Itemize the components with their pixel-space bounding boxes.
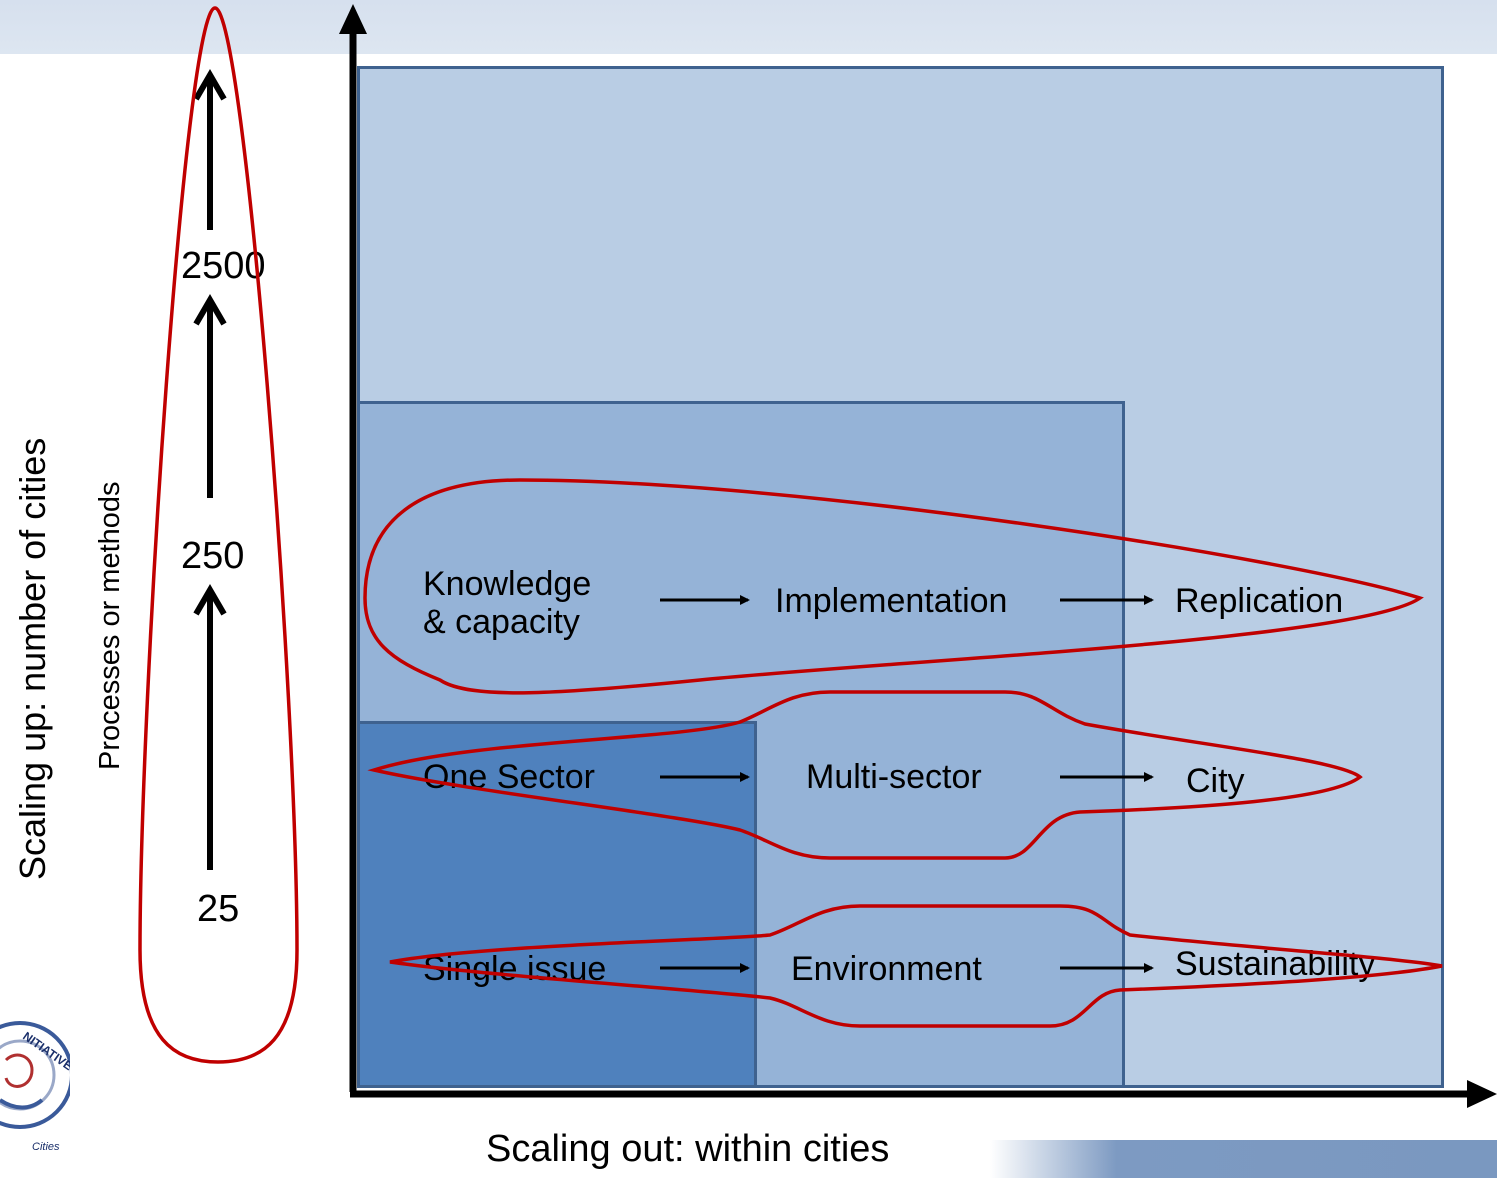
y-axis-line <box>339 4 367 1092</box>
scale-arrow-25-to-250 <box>193 584 227 870</box>
scale-number-2500: 2500 <box>181 245 266 287</box>
label-multi-sector: Multi-sector <box>806 758 982 796</box>
label-knowledge-capacity: Knowledge & capacity <box>423 565 592 642</box>
label-environment: Environment <box>791 950 982 988</box>
inner-scale-box <box>357 721 757 1088</box>
label-city: City <box>1186 762 1245 800</box>
svg-text:Cities: Cities <box>32 1141 60 1153</box>
scale-arrow-250-to-2500 <box>193 294 227 498</box>
themes-row-outline <box>389 904 1443 1028</box>
label-implementation: Implementation <box>775 582 1008 620</box>
organization-logo-seal: NITIATIVE Cities <box>0 1021 70 1153</box>
header-band <box>0 0 1497 54</box>
footer-band <box>990 1140 1497 1178</box>
label-replication: Replication <box>1175 582 1344 620</box>
scale-number-25: 25 <box>197 888 240 930</box>
x-axis-label: Scaling out: within cities <box>486 1128 890 1170</box>
vertical-scale-outline <box>138 6 299 1064</box>
sectors-row-outline <box>367 690 1363 860</box>
label-one-sector: One Sector <box>423 758 595 796</box>
processes-row-outline <box>363 478 1424 695</box>
scale-number-250: 250 <box>181 535 245 577</box>
scale-arrow-2500-up <box>193 69 227 230</box>
x-axis-line <box>350 1080 1497 1108</box>
